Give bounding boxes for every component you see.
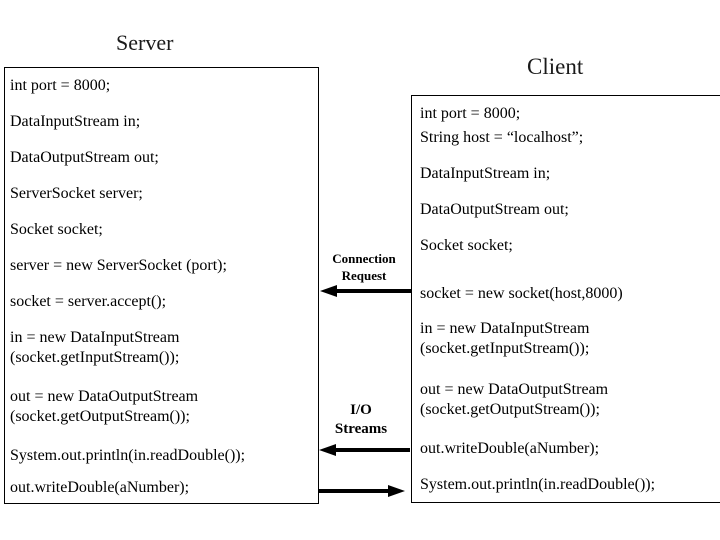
arrow-shaft (333, 448, 410, 452)
server-code-line: (socket.getOutputStream()); (10, 408, 190, 425)
server-code-line: server = new ServerSocket (port); (10, 257, 227, 274)
server-code-line: DataOutputStream out; (10, 149, 159, 166)
client-code-line: DataInputStream in; (420, 165, 551, 182)
server-title: Server (116, 30, 174, 55)
client-code-line: socket = new socket(host,8000) (420, 285, 623, 302)
server-code-line: (socket.getInputStream()); (10, 349, 180, 366)
connection-request-arrow (320, 285, 411, 297)
server-code-line: int port = 8000; (10, 77, 111, 94)
client-code-line: String host = “localhost”; (420, 129, 584, 146)
client-code-line: Socket socket; (420, 237, 513, 254)
io-streams-label: I/O Streams (314, 401, 408, 439)
client-code-line: System.out.println(in.readDouble()); (420, 476, 656, 493)
client-code-line: DataOutputStream out; (420, 201, 569, 218)
server-code-line: ServerSocket server; (10, 185, 143, 202)
io-streams-label-line1: I/O (350, 402, 372, 418)
connection-request-label-line1: Connection (332, 251, 396, 266)
client-code-line: out.writeDouble(aNumber); (420, 440, 600, 457)
server-code-line: out = new DataOutputStream (10, 388, 199, 405)
server-code-line: DataInputStream in; (10, 113, 141, 130)
client-title: Client (527, 54, 584, 79)
client-code-box: int port = 8000; String host = “localhos… (411, 95, 720, 503)
client-code-line: in = new DataInputStream (420, 320, 590, 337)
client-code-line: int port = 8000; (420, 105, 521, 122)
arrowhead-left-icon (319, 444, 336, 456)
client-code-line: (socket.getOutputStream()); (420, 401, 600, 418)
server-code-line: out.writeDouble(aNumber); (10, 479, 190, 496)
server-code-line: Socket socket; (10, 221, 103, 238)
io-streams-label-line2: Streams (334, 421, 388, 437)
arrow-shaft (334, 289, 411, 293)
server-code-box: int port = 8000; DataInputStream in; Dat… (4, 67, 319, 504)
client-code-line: (socket.getInputStream()); (420, 340, 590, 357)
io-stream-arrow-to-server (319, 444, 410, 456)
arrow-shaft (318, 489, 391, 493)
io-stream-arrow-to-client (318, 485, 405, 497)
arrowhead-right-icon (388, 485, 405, 497)
server-code-line: in = new DataInputStream (10, 329, 180, 346)
server-code-line: socket = server.accept(); (10, 293, 167, 310)
arrowhead-left-icon (320, 285, 337, 297)
connection-request-label: Connection Request (314, 250, 414, 284)
client-code-line: out = new DataOutputStream (420, 381, 609, 398)
server-code-line: System.out.println(in.readDouble()); (10, 447, 246, 464)
connection-request-label-line2: Request (341, 268, 387, 283)
